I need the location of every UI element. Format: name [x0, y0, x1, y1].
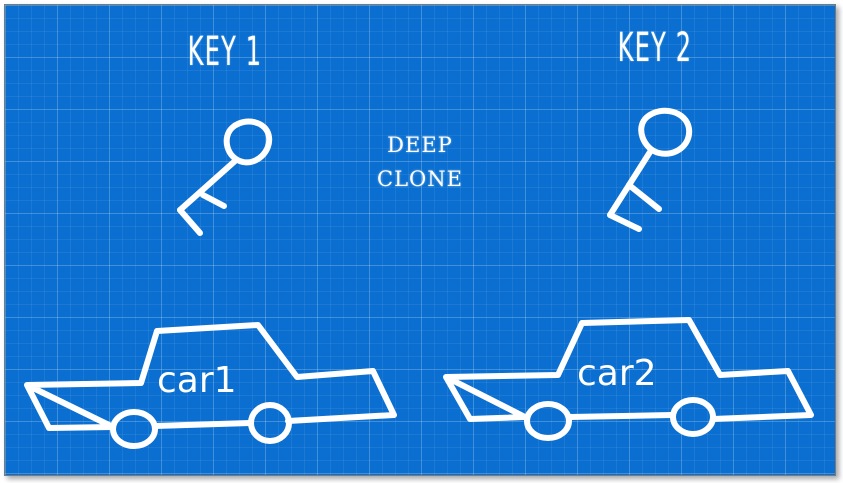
- key-1-icon: [177, 118, 273, 236]
- car-2-rear-wheel: [670, 397, 716, 437]
- key-1-title: KEY 1: [187, 29, 263, 75]
- deep-label: DEEP: [387, 133, 453, 157]
- car-1-front-wheel: [110, 409, 158, 449]
- car-1-label: car1: [157, 360, 237, 401]
- car-2-body: [443, 317, 814, 422]
- key-2-icon: [607, 107, 693, 232]
- car-2-label: car2: [577, 353, 657, 394]
- key-1-tooth-a: [177, 207, 203, 236]
- key-2-tooth-a: [607, 212, 642, 232]
- slide-frame: car1 car2 KEY 1 KEY 2 DEEP CLONE: [4, 4, 836, 476]
- key-1-bow: [223, 118, 273, 166]
- key-2-tooth-b: [626, 182, 662, 212]
- clone-label: CLONE: [377, 167, 463, 191]
- drawing-canvas: car1 car2: [24, 107, 814, 449]
- car-1-body: [24, 322, 397, 431]
- key-1-tooth-b: [200, 192, 227, 209]
- car-1-drawing: car1: [24, 322, 397, 449]
- key-2-title: KEY 2: [617, 25, 693, 71]
- car-2-drawing: car2: [443, 317, 814, 441]
- car-2-front-wheel: [524, 401, 572, 441]
- car-1-rear-wheel: [248, 402, 292, 444]
- blueprint-background: [5, 5, 835, 475]
- key-2-bow: [638, 107, 693, 157]
- key-1-shaft: [177, 158, 238, 213]
